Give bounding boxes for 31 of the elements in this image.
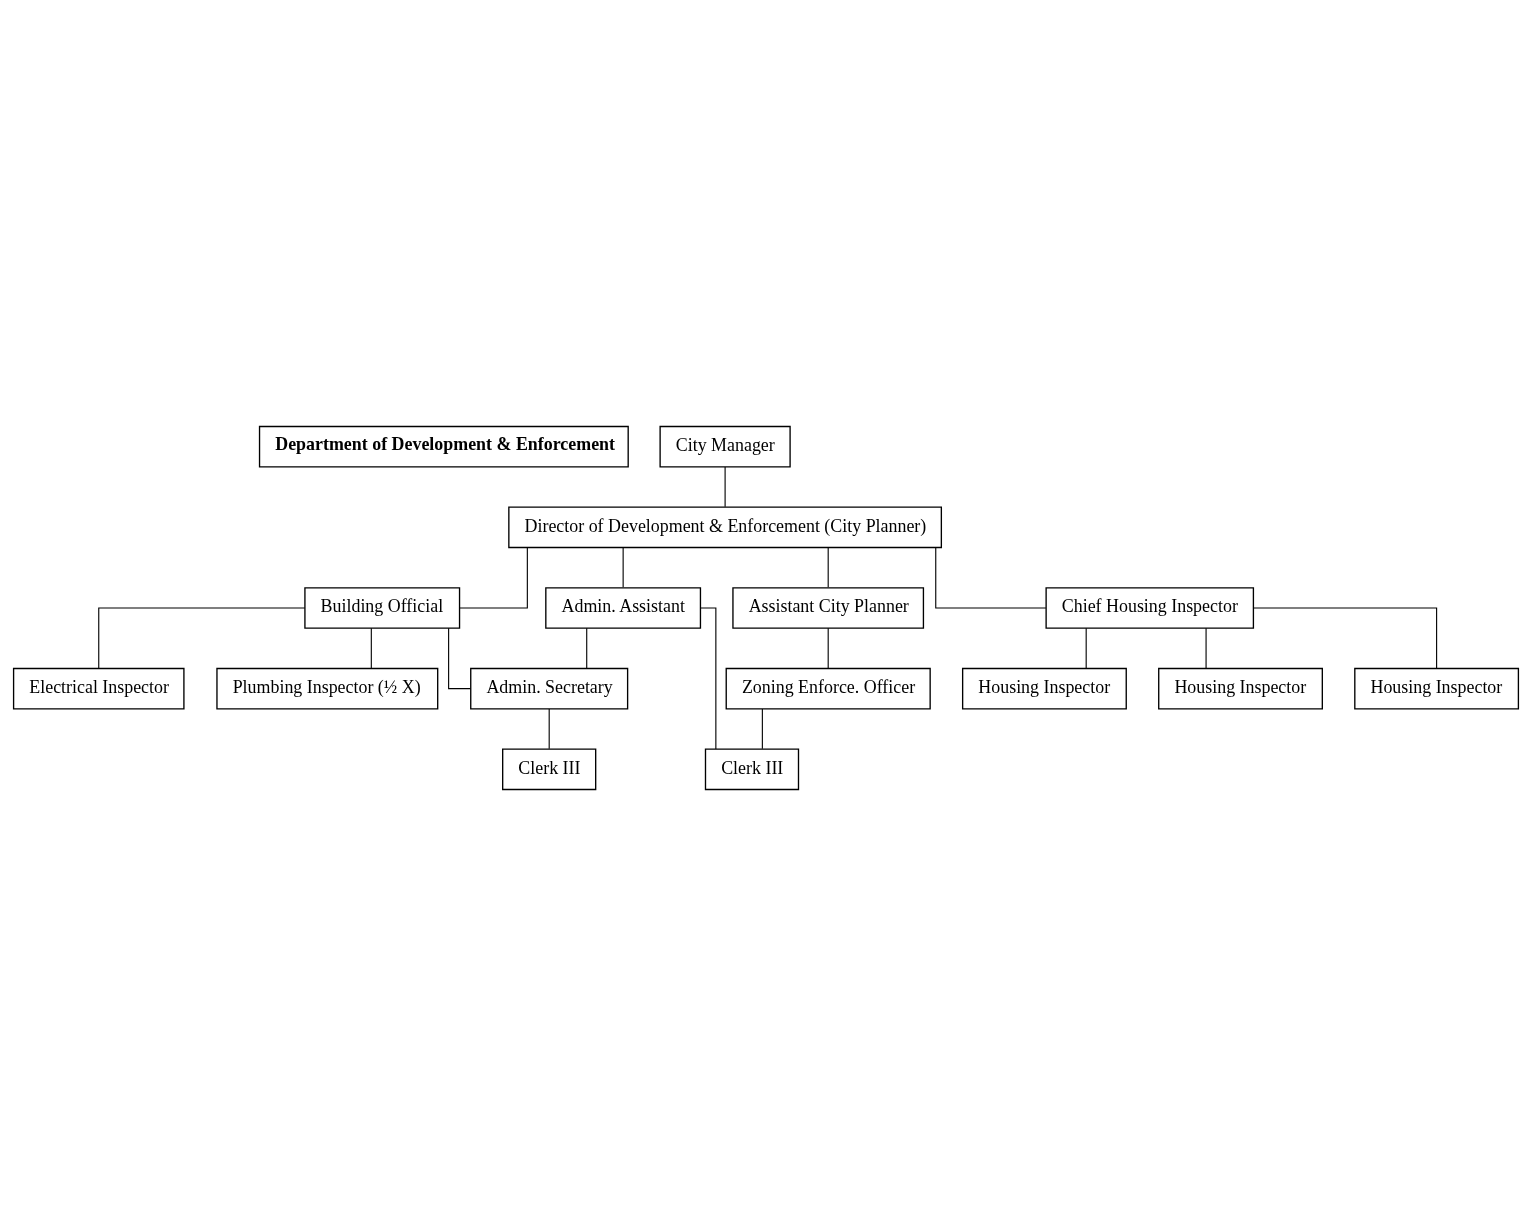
connector xyxy=(761,707,763,749)
connector xyxy=(448,627,471,689)
node-box: Chief Housing Inspector xyxy=(1045,586,1255,629)
node-box: Housing Inspector xyxy=(961,667,1127,709)
connector xyxy=(459,546,528,609)
connector xyxy=(827,627,829,669)
node-box: Admin. Assistant xyxy=(545,586,702,629)
connector xyxy=(1085,627,1087,669)
connector xyxy=(1205,627,1207,669)
connector xyxy=(827,546,829,588)
connector xyxy=(586,627,588,669)
node-box: Housing Inspector xyxy=(1354,667,1520,709)
node-box: City Manager xyxy=(659,425,791,467)
node-box: Admin. Secretary xyxy=(470,667,629,709)
connector xyxy=(724,465,726,507)
node-box: Zoning Enforce. Officer xyxy=(725,667,931,709)
connector xyxy=(98,606,306,669)
node-box: Assistant City Planner xyxy=(732,586,925,629)
connector xyxy=(1253,606,1438,669)
connector xyxy=(935,546,1047,609)
node-box: Housing Inspector xyxy=(1158,667,1323,709)
connector xyxy=(622,546,624,588)
node-box: Clerk III xyxy=(704,748,800,790)
node-box: Clerk III xyxy=(502,748,597,790)
node-box: Department of Development & Enforcement xyxy=(258,425,629,467)
node-box: Director of Development & Enforcement (City Planner) xyxy=(508,506,943,548)
node-box: Plumbing Inspector (½ X) xyxy=(216,667,439,709)
connector xyxy=(548,707,550,749)
node-box: Electrical Inspector xyxy=(12,667,185,709)
node-box: Building Official xyxy=(304,586,461,629)
connector xyxy=(370,627,372,669)
